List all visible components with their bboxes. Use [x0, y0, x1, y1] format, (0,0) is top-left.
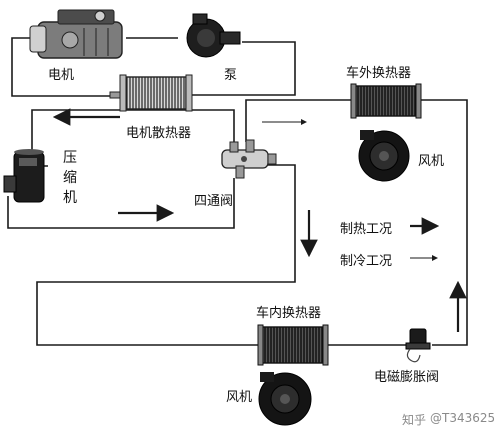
indoor-fan-label: 风机	[226, 390, 253, 405]
outdoor-hx-label: 车外换热器	[346, 66, 412, 81]
outdoor-hx-drawing	[350, 83, 422, 119]
motor-radiator-label: 电机散热器	[126, 126, 192, 141]
compressor-discharge-pipe	[7, 178, 235, 229]
compressor-drawing	[3, 149, 45, 203]
four-way-valve-label: 四通阀	[194, 194, 234, 209]
valve-to-indoor-hx-pipe	[36, 164, 296, 346]
heating-legend-label: 制热工况	[340, 222, 393, 237]
expansion-valve-label: 电磁膨胀阀	[374, 370, 440, 385]
compressor-label-2: 缩	[63, 170, 77, 186]
pump-to-loop-pipe	[186, 41, 296, 96]
four-way-valve-drawing	[221, 139, 277, 179]
indoor-hx-drawing	[257, 324, 329, 366]
motor-label: 电机	[48, 68, 75, 83]
cooling-legend-label: 制冷工况	[340, 254, 393, 269]
pump-label: 泵	[224, 68, 238, 83]
indoor-fan-drawing	[258, 372, 312, 426]
outdoor-fan-drawing	[358, 130, 410, 182]
expansion-valve-drawing	[405, 328, 431, 363]
valve-to-outdoor-hx-pipe	[245, 99, 355, 142]
flow-arrows	[52, 108, 467, 332]
indoor-hx-label: 车内换热器	[256, 306, 322, 321]
outdoor-fan-label: 风机	[418, 154, 445, 169]
pump-drawing	[186, 13, 241, 58]
motor-radiator-drawing	[109, 74, 193, 112]
watermark-user: @T343625	[430, 411, 496, 425]
compressor-label-1: 压	[63, 150, 77, 166]
compressor-label-3: 机	[63, 190, 77, 206]
watermark-site: 知乎	[402, 413, 427, 427]
motor-drawing	[29, 9, 123, 59]
outdoor-hx-return-pipe	[420, 99, 468, 346]
